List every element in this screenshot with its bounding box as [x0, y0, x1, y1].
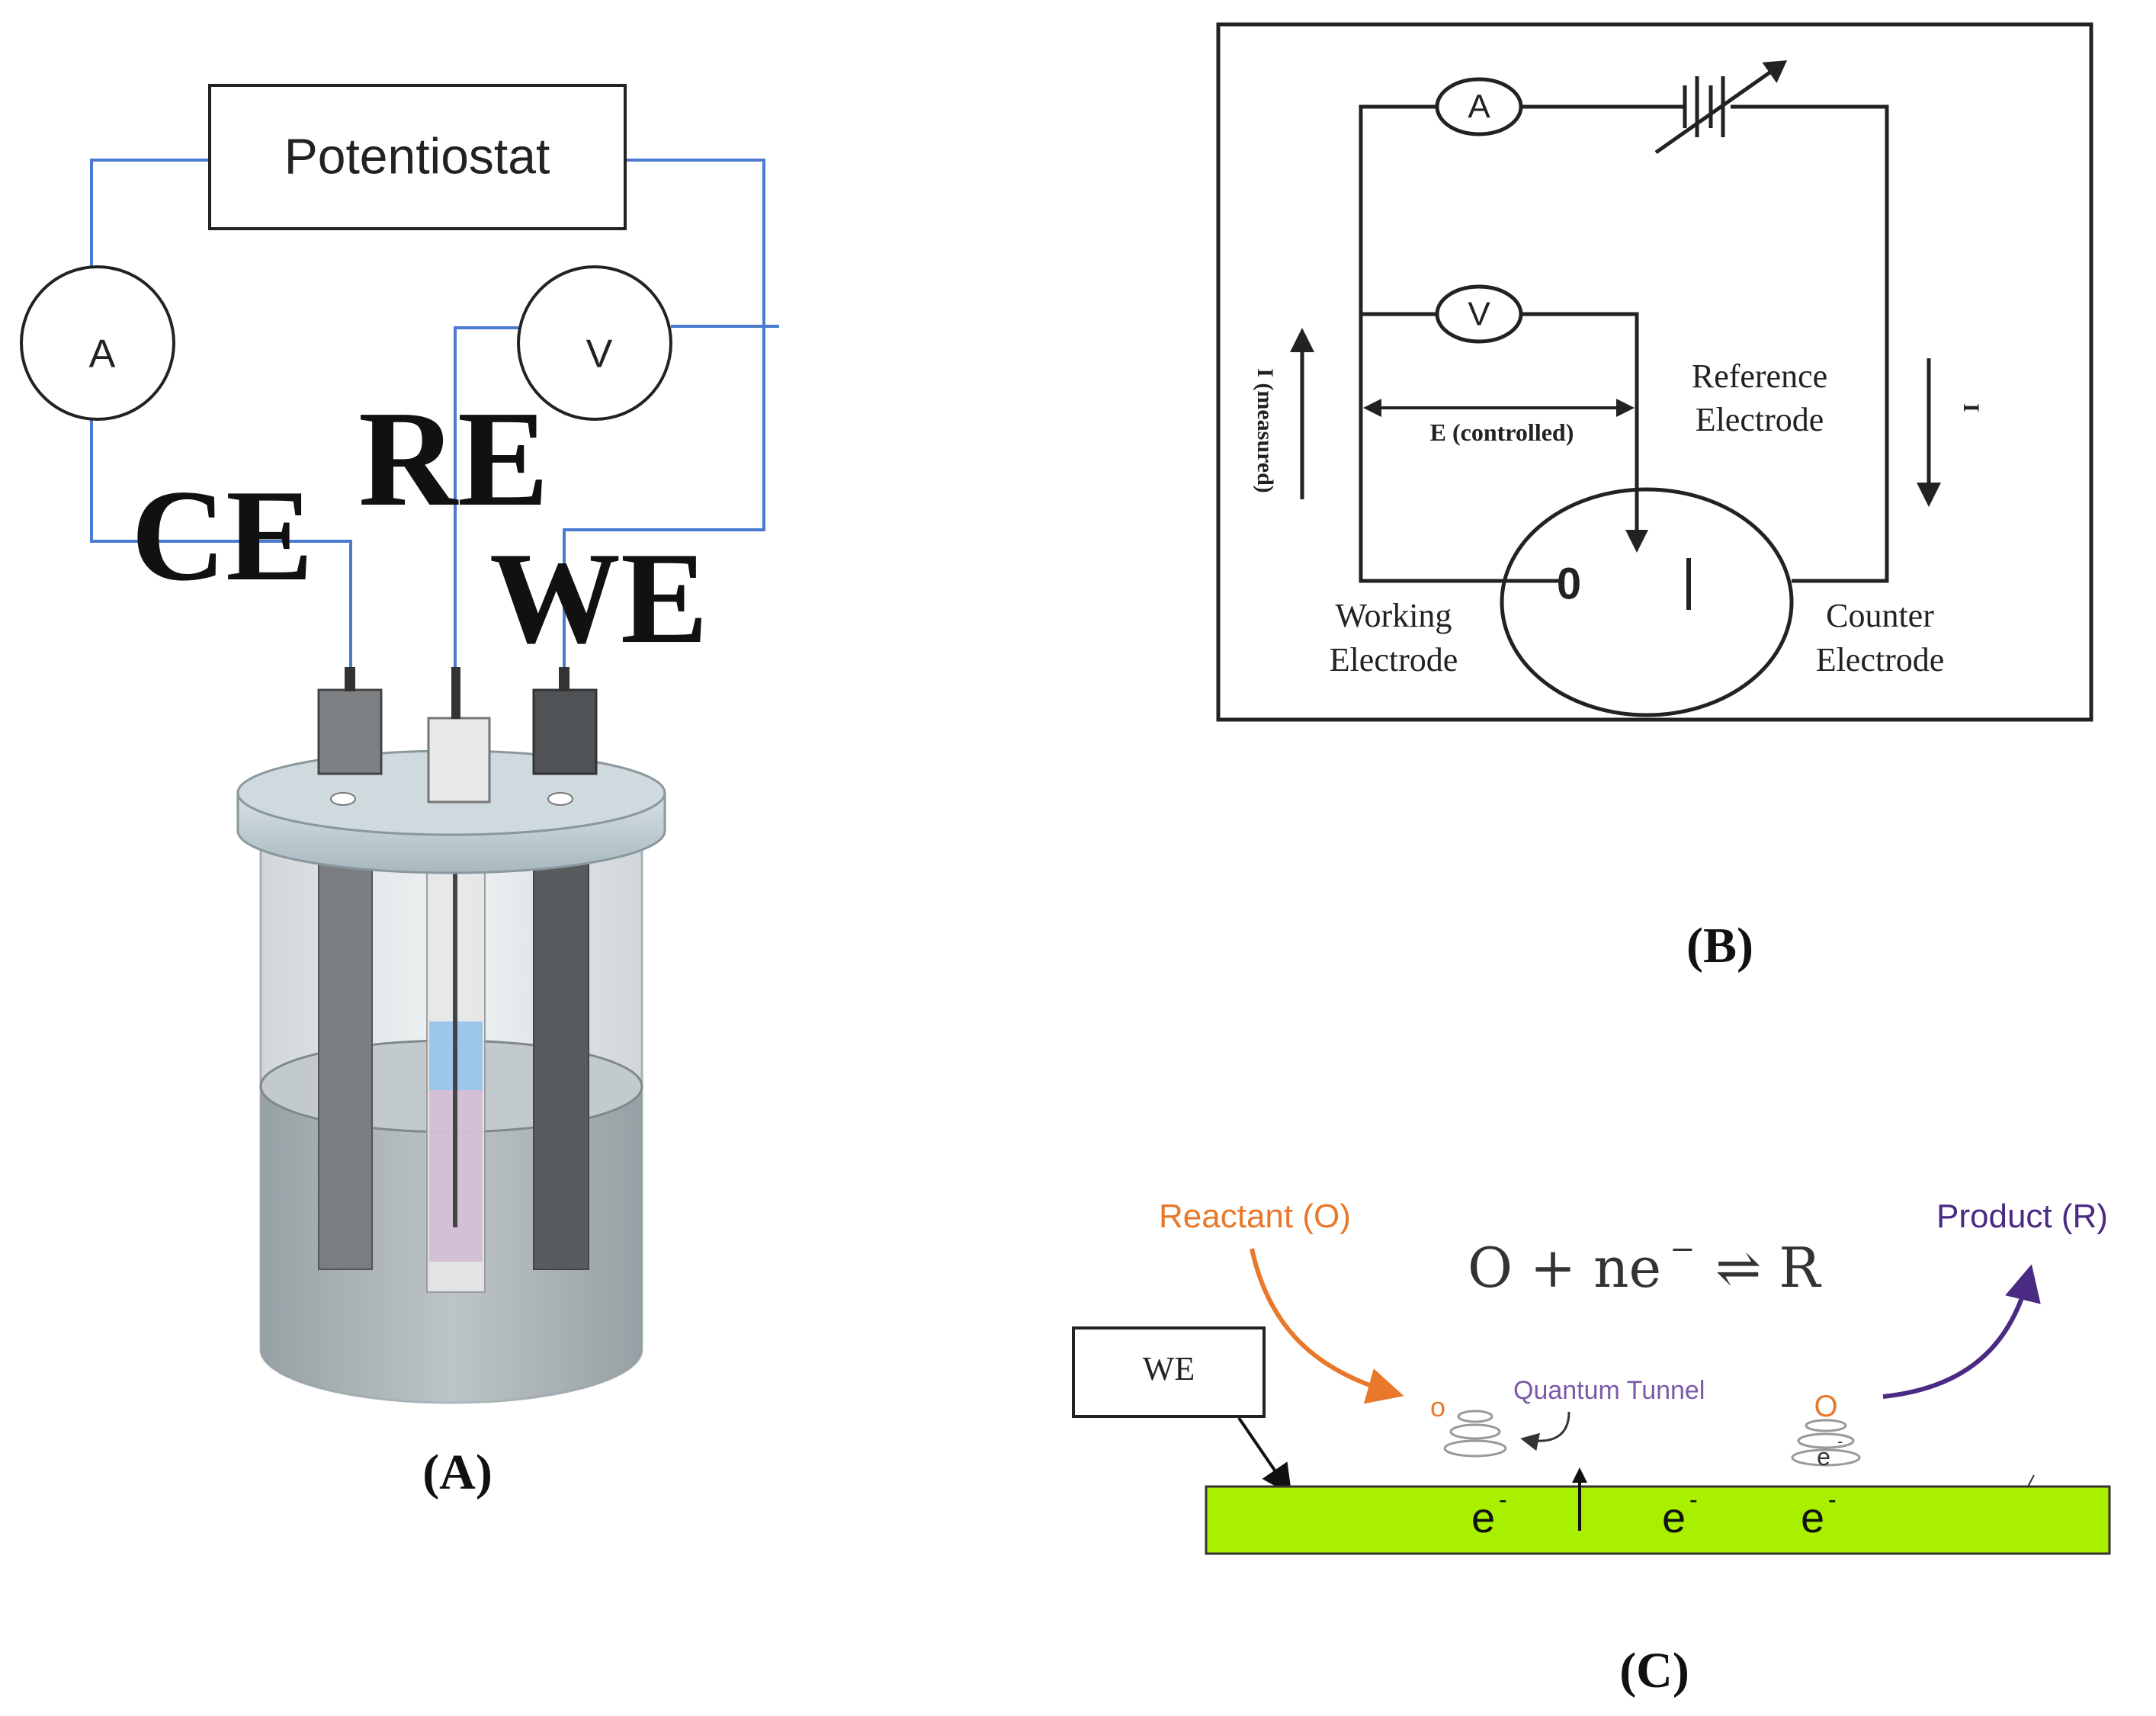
- ammeter-symbol: A: [89, 332, 116, 377]
- voltmeter-circle: [517, 265, 672, 421]
- b-voltmeter: [1435, 284, 1523, 344]
- svg-text:e: e: [1801, 1493, 1824, 1541]
- product-electron-charge: -: [1837, 1432, 1843, 1451]
- working-label-1: Working: [1336, 597, 1452, 634]
- we-label: WE: [489, 526, 708, 671]
- lid-port-left: [330, 792, 356, 806]
- ce-cap: [317, 688, 383, 775]
- working-terminal-symbol: 0: [1557, 559, 1581, 608]
- wire-potentiostat-to-we: [563, 159, 765, 667]
- current-measured-label: I (measured): [1253, 368, 1278, 493]
- potential-label: E (controlled): [1430, 419, 1574, 446]
- working-label-2: Electrode: [1330, 641, 1458, 678]
- svg-text:-: -: [1499, 1486, 1507, 1513]
- svg-text:-: -: [1828, 1486, 1837, 1513]
- reference-label-2: Electrode: [1696, 401, 1824, 438]
- wire-re-to-voltmeter: [454, 326, 518, 667]
- surface-electron-2: e -: [1662, 1486, 1698, 1541]
- wire-potentiostat-to-ammeter: [90, 159, 210, 267]
- we-pointer-arrow: [1237, 1416, 1292, 1496]
- tunnel-label: Quantum Tunnel: [1513, 1376, 1705, 1405]
- panel-c-electron-transfer: WE e - e - e - O + ne − ⇌ R Reactant (O)…: [1072, 1198, 2111, 1698]
- b-cell: [1500, 487, 1794, 717]
- re-label: RE: [358, 383, 549, 534]
- equation-lhs: O + ne: [1468, 1236, 1661, 1300]
- outer-loop-right: [1731, 104, 1889, 583]
- panel-b-caption: (B): [1686, 918, 1753, 973]
- reference-arrowhead: [1625, 530, 1648, 553]
- product-arrow: [1882, 1264, 2041, 1399]
- panel-c-caption: (C): [1619, 1643, 1689, 1698]
- potentiostat-label: Potentiostat: [284, 127, 550, 184]
- counter-label-2: Electrode: [1816, 641, 1945, 678]
- circuit-wires: [90, 159, 779, 667]
- reactant-label: Reactant (O): [1159, 1198, 1351, 1235]
- svg-text:e: e: [1471, 1493, 1495, 1541]
- working-electrode-rod: [533, 845, 589, 1270]
- voltmeter-branch-right: [1521, 312, 1639, 541]
- variable-battery-symbol: [1654, 60, 1788, 155]
- redox-equation: O + ne − ⇌ R: [1468, 1232, 1821, 1300]
- reactant-orbitals: [1443, 1410, 1507, 1458]
- voltmeter-symbol: V: [586, 332, 613, 377]
- product-electron: e: [1817, 1443, 1830, 1471]
- outer-loop-left: [1359, 104, 1563, 583]
- surface-electron-1: e -: [1471, 1486, 1507, 1541]
- ce-label: CE: [131, 463, 313, 608]
- surface-tick: [2027, 1474, 2035, 1487]
- product-species: O: [1814, 1390, 1837, 1423]
- lid-port-right: [547, 792, 573, 806]
- panel-b-circuit: A V 0 E (controlled) I (measured) I Refe…: [1216, 22, 2093, 973]
- tunnel-arrow: [1520, 1411, 1570, 1451]
- b-ammeter-symbol: A: [1468, 88, 1490, 126]
- electrode-surface: [1205, 1485, 2111, 1555]
- product-label: Product (R): [1936, 1198, 2108, 1235]
- surface-electron-3: e -: [1801, 1486, 1837, 1541]
- wire-ammeter-to-ce: [90, 418, 352, 667]
- reference-label-1: Reference: [1692, 358, 1827, 395]
- b-ammeter: [1435, 77, 1523, 136]
- we-box: [1072, 1326, 1266, 1418]
- svg-text:e: e: [1662, 1493, 1686, 1541]
- potentiostat-box: [208, 84, 627, 230]
- equation-superscript: −: [1670, 1232, 1696, 1267]
- we-cap: [532, 688, 598, 775]
- panel-b-frame: [1216, 22, 2093, 722]
- ce-lead: [345, 667, 355, 691]
- panel-a-caption: (A): [422, 1445, 492, 1500]
- electrochemical-cell: [236, 667, 666, 1404]
- reactant-species: o: [1430, 1391, 1445, 1423]
- we-box-label: WE: [1143, 1350, 1195, 1387]
- re-lead: [451, 667, 460, 719]
- re-cap: [427, 717, 491, 803]
- current-label: I: [1959, 403, 1984, 412]
- b-voltmeter-symbol: V: [1468, 296, 1490, 333]
- we-lead: [559, 667, 569, 691]
- counter-label-1: Counter: [1826, 597, 1934, 634]
- panel-a-cell-setup: Potentiostat A V RE CE WE: [20, 84, 779, 1500]
- counter-electrode-rod: [318, 845, 373, 1270]
- product-orbitals: [1791, 1419, 1861, 1467]
- equation-rhs: ⇌ R: [1715, 1236, 1821, 1300]
- svg-text:-: -: [1689, 1486, 1698, 1513]
- reactant-arrow: [1250, 1248, 1404, 1404]
- ammeter-circle: [20, 265, 175, 421]
- panel-b-wires: [1359, 104, 1889, 583]
